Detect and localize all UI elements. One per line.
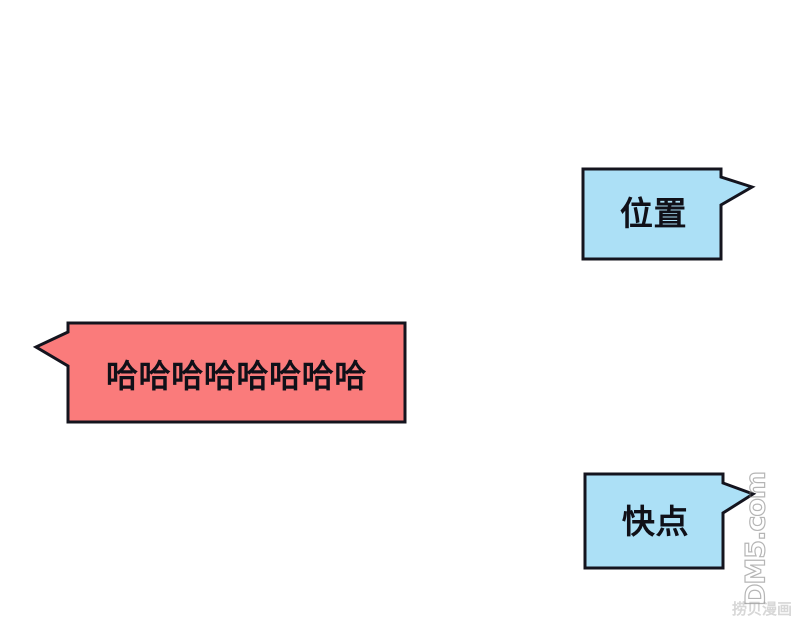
speech-bubble-location-shape (581, 167, 756, 261)
speech-bubble-location: 位置 (580, 163, 760, 265)
speech-bubble-hurry: 快点 (581, 469, 761, 573)
watermark-site-label: 捞贝漫画 (731, 599, 792, 618)
speech-bubble-laugh-text: 哈哈哈哈哈哈哈哈 (105, 357, 368, 395)
speech-bubble-hurry-shape (583, 472, 757, 570)
speech-bubble-hurry-text: 快点 (621, 502, 690, 541)
speech-bubble-location-text: 位置 (619, 194, 688, 233)
speech-bubble-laugh-shape (32, 321, 407, 424)
speech-bubble-laugh: 哈哈哈哈哈哈哈哈 (31, 318, 411, 430)
